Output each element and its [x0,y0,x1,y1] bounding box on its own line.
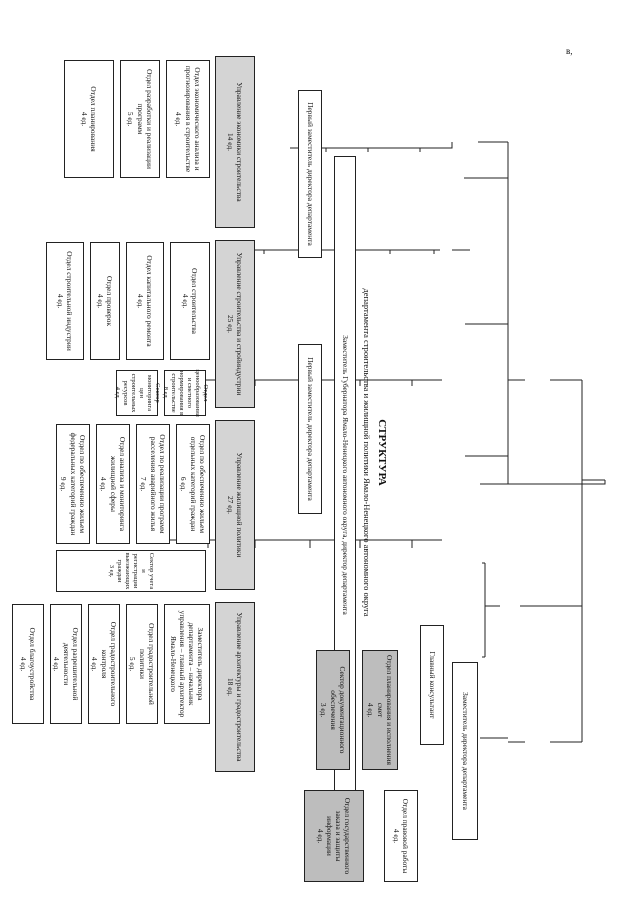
build-dept-4: Отдел строительной индустрии 4 ед. [46,242,84,360]
build-unit-head-label: Управление строительства и стройиндустри… [226,252,245,396]
econ-dept-2-label: Отдел разработки и реализации программ 5… [126,69,154,169]
planning-estimates-label: Отдел планирования и исполнения смет 4 е… [366,655,394,765]
arch-dept-3-label: Отдел градостроительного контроля 4 ед. [90,621,118,707]
procurement-dept: Отдел государственного заказа и защиты и… [304,790,364,882]
documentation-sector: Сектор документационного обеспечения 3 е… [316,650,350,770]
procurement-dept-label: Отдел государственного заказа и защиты и… [315,797,353,875]
arch-dept-5-label: Отдел благоустройства 4 ед. [19,627,38,701]
planning-estimates-dept: Отдел планирования и исполнения смет 4 е… [362,650,398,770]
legal-dept-label: Отдел правовой работы 4 ед. [392,798,411,874]
housing-dept-4-label: Отдел по обеспечению жильем федеральных … [59,432,87,536]
arch-dept-3: Отдел градостроительного контроля 4 ед. [88,604,120,724]
build-dept-4-label: Отдел строительной индустрии 4 ед. [56,251,75,351]
chief-consultant-label: Главный консультант [427,651,437,719]
first-deputy-2-label: Первый заместитель директора департамент… [305,357,315,501]
econ-dept-1: Отдел экономического анализа и прогнозир… [166,60,210,178]
page-mark: в, [566,46,573,56]
documentation-sector-label: Сектор документационного обеспечения 3 е… [319,666,347,754]
build-dept-6-label: Сектор мониторинга цен строительных ресу… [113,373,162,413]
legal-dept: Отдел правовой работы 4 ед. [384,790,418,882]
first-deputy-1-label: Первый заместитель директора департамент… [305,102,315,246]
arch-dept-4-label: Отдел разрешительной деятельности 4 ед. [52,627,80,701]
build-dept-2-label: Отдел капитального ремонта 4 ед. [136,255,155,347]
housing-dept-3: Отдел анализа и мониторинга жилищной сфе… [96,424,130,544]
econ-dept-3: Отдел планирования 4 ед. [64,60,114,178]
first-deputy-2-box: Первый заместитель директора департамент… [298,344,322,514]
build-unit-head: Управление строительства и стройиндустри… [215,240,255,408]
econ-unit-head-label: Управление экономики строительства 14 ед… [226,82,245,202]
housing-dept-3-label: Отдел анализа и мониторинга жилищной сфе… [99,436,127,532]
build-dept-5: Отдел ценообразования и сметного нормиро… [162,369,210,416]
chief-consultant-box: Главный консультант [420,625,444,745]
housing-unit-head: Управление жилищной политики 27 ед. [215,420,255,590]
housing-unit-head-label: Управление жилищной политики 27 ед. [226,452,245,558]
arch-unit-head: Управление архитектуры и градостроительс… [215,602,255,772]
arch-dept-2-label: Отдел градостроительной политики 5 ед. [128,623,156,705]
arch-dept-5: Отдел благоустройства 4 ед. [12,604,44,724]
arch-dept-1-label: Заместитель директора департамента – нач… [168,610,206,718]
housing-dept-1: Отдел по обеспечению жильем отдельных ка… [176,424,210,544]
housing-dept-5-label: Сектор учета и регистрации выезжающих гр… [107,552,156,590]
housing-dept-5: Сектор учета и регистрации выезжающих гр… [56,550,206,592]
arch-unit-head-label: Управление архитектуры и градостроительс… [226,612,245,762]
build-dept-6: Сектор мониторинга цен строительных ресу… [114,370,161,416]
econ-dept-2: Отдел разработки и реализации программ 5… [120,60,160,178]
econ-dept-3-label: Отдел планирования 4 ед. [80,86,99,152]
econ-unit-head: Управление экономики строительства 14 ед… [215,56,255,228]
housing-dept-2-label: Отдел по реализации программ расселения … [139,434,167,534]
econ-dept-1-label: Отдел экономического анализа и прогнозир… [174,65,202,173]
arch-dept-4: Отдел разрешительной деятельности 4 ед. [50,604,82,724]
housing-dept-1-label: Отдел по обеспечению жильем отдельных ка… [179,434,207,534]
arch-dept-1: Заместитель директора департамента – нач… [164,604,210,724]
build-dept-5-label: Отдел ценообразования и сметного нормиро… [161,369,210,417]
build-dept-3: Отдел проверок 4 ед. [90,242,120,360]
build-dept-2: Отдел капитального ремонта 4 ед. [126,242,164,360]
deputy-director-label: Заместитель директора департамента [460,692,470,810]
build-dept-1: Отдел строительства 4 ед. [170,242,210,360]
deputy-director-box: Заместитель директора департамента [452,662,478,840]
housing-dept-4: Отдел по обеспечению жильем федеральных … [56,424,90,544]
root-label: Заместитель Губернатора Ямало-Ненецкого … [340,335,350,615]
build-dept-1-label: Отдел строительства 4 ед. [181,268,200,334]
arch-dept-2: Отдел градостроительной политики 5 ед. [126,604,158,724]
first-deputy-1-box: Первый заместитель директора департамент… [298,90,322,258]
housing-dept-2: Отдел по реализации программ расселения … [136,424,170,544]
build-dept-3-label: Отдел проверок 4 ед. [96,275,115,327]
